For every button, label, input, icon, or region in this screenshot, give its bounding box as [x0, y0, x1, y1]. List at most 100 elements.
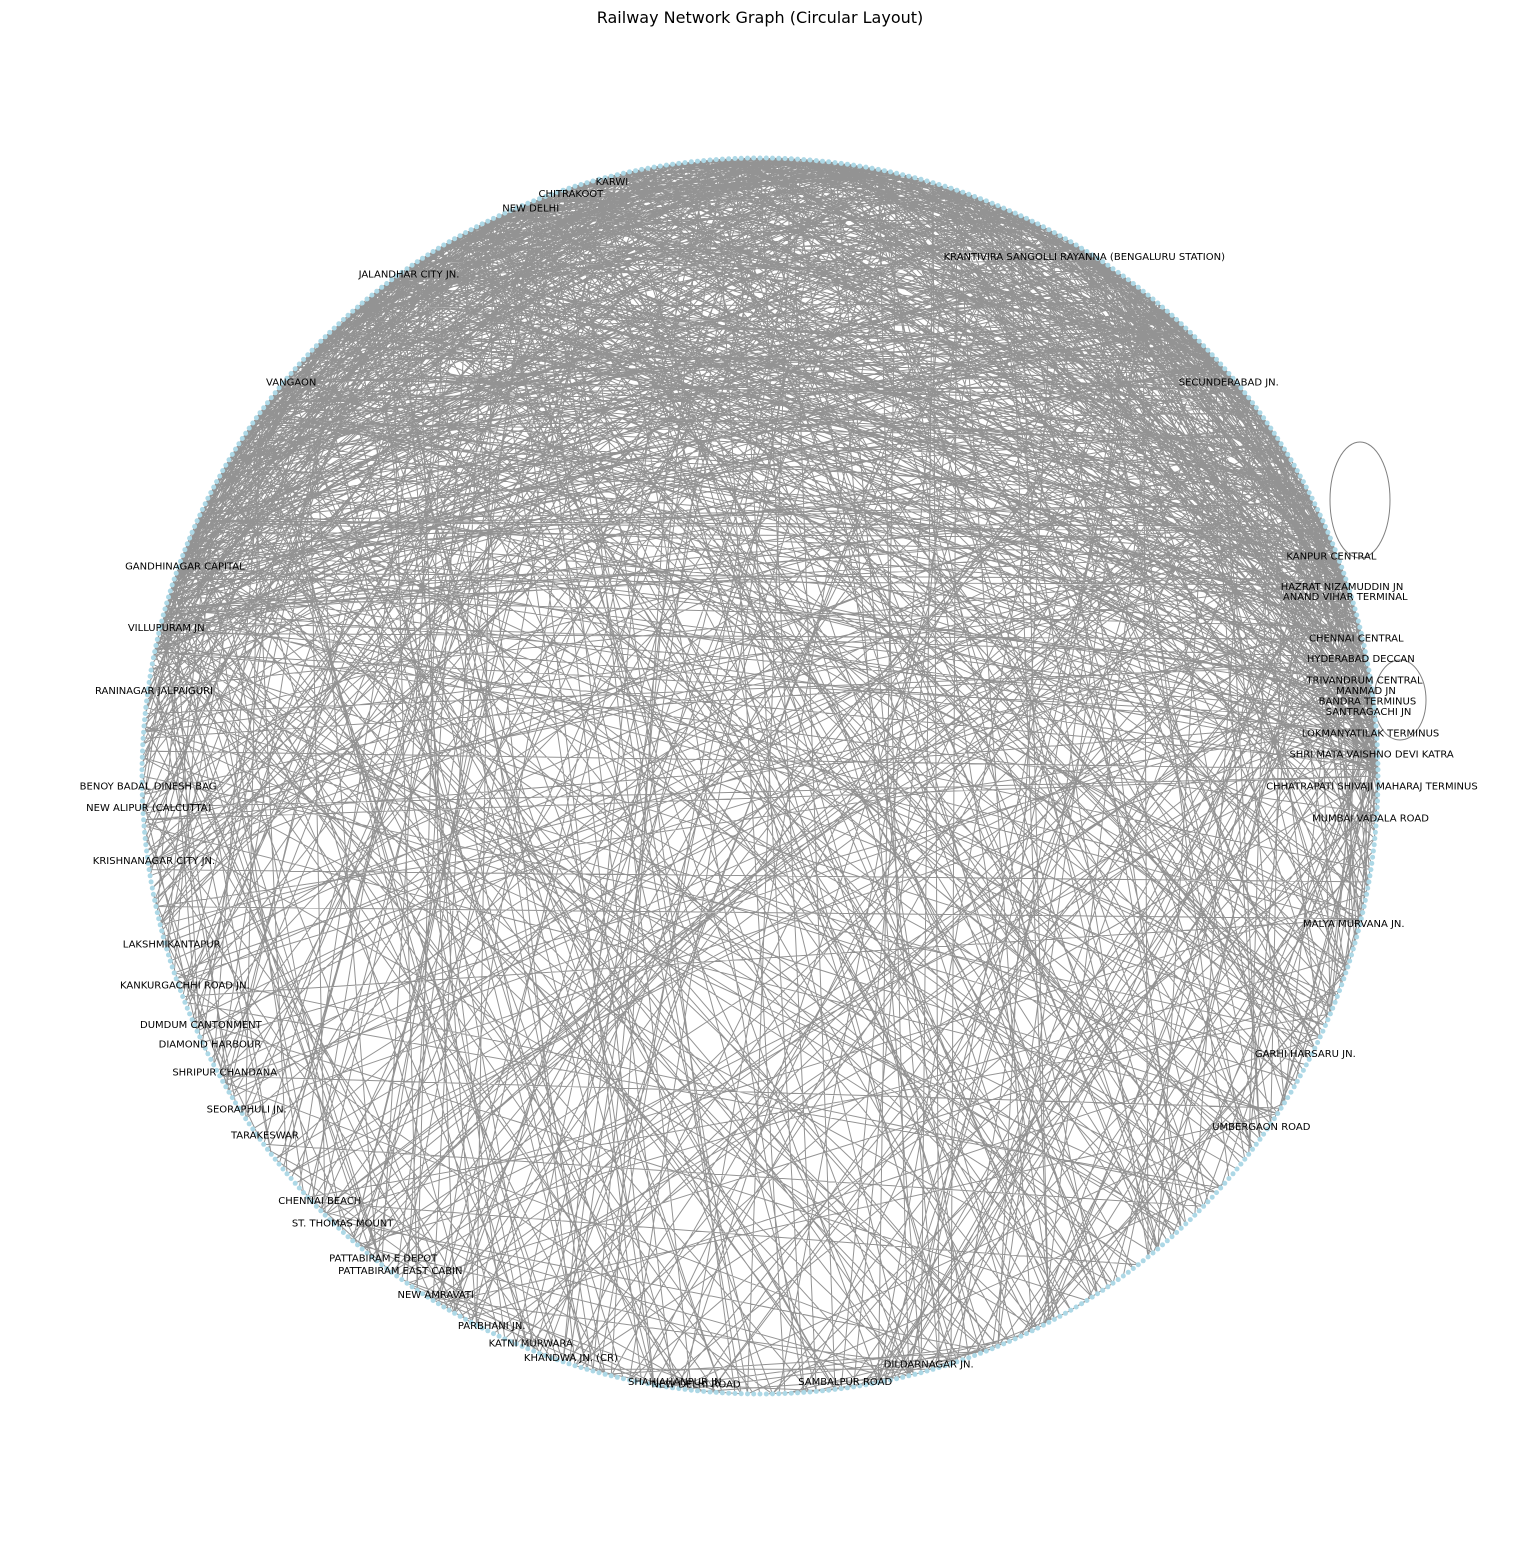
station-node [229, 1095, 235, 1101]
station-node [1115, 269, 1121, 275]
station-label: MUMBAI VADALA ROAD [1312, 814, 1429, 825]
station-node [1187, 1217, 1193, 1223]
station-node [1306, 490, 1312, 496]
station-node [1320, 518, 1326, 524]
station-node [1209, 1194, 1215, 1200]
station-node [1357, 922, 1363, 928]
station-node [468, 227, 474, 233]
station-node [1371, 842, 1377, 848]
station-node [1320, 1028, 1326, 1034]
station-node [1374, 735, 1380, 741]
station-node [1057, 233, 1063, 239]
station-node [1226, 1176, 1232, 1181]
station-node [620, 1376, 626, 1382]
station-node [184, 541, 190, 547]
station-node [296, 1185, 302, 1191]
station-node [627, 1377, 632, 1383]
station-node [157, 922, 163, 928]
station-node [143, 842, 149, 848]
station-node [1375, 754, 1381, 760]
station-node [399, 269, 405, 275]
station-node [983, 198, 989, 204]
station-node [1309, 495, 1315, 501]
station-node [1371, 704, 1377, 710]
station-node [171, 970, 177, 976]
station-node [425, 1294, 431, 1300]
station-node [322, 1212, 328, 1218]
station-node [345, 1234, 351, 1240]
station-node [1360, 910, 1366, 916]
station-node [197, 1034, 203, 1040]
station-label: LOKMANYATILAK TERMINUS [1302, 728, 1440, 739]
station-node [182, 547, 188, 553]
station-node [995, 1343, 1001, 1349]
station-node [239, 436, 245, 441]
station-node [1222, 366, 1228, 372]
station-label: GANDHINAGAR CAPITAL [125, 562, 245, 573]
station-node [211, 1062, 217, 1068]
station-node [369, 292, 375, 298]
station-node [1130, 1266, 1136, 1271]
station-node [162, 606, 168, 612]
station-label: CHITRAKOOT [538, 189, 604, 200]
station-node [150, 655, 156, 661]
station-node [900, 172, 906, 178]
station-node [233, 446, 238, 452]
station-node [788, 156, 794, 162]
station-node [296, 361, 302, 367]
station-node [194, 1028, 200, 1034]
station-node [146, 679, 152, 685]
station-node [253, 415, 259, 421]
station-node [1046, 227, 1052, 233]
station-node [888, 1377, 893, 1383]
station-node [572, 183, 578, 189]
station-node [162, 940, 168, 946]
station-node [502, 1336, 508, 1342]
station-node [531, 1348, 537, 1354]
station-node [148, 667, 154, 673]
station-node [1205, 1199, 1211, 1205]
station-node [782, 1391, 788, 1396]
station-node [1246, 1151, 1252, 1157]
station-node [1084, 249, 1090, 254]
station-node [409, 262, 415, 268]
station-node [202, 1045, 208, 1051]
station-node [695, 158, 700, 164]
station-node [479, 221, 485, 227]
station-node [1294, 1078, 1300, 1084]
station-node [359, 300, 365, 306]
station-node [1375, 792, 1381, 798]
station-node [1001, 1341, 1007, 1347]
station-node [948, 1361, 954, 1367]
station-node [960, 189, 966, 195]
station-node [1012, 210, 1018, 216]
station-node [189, 529, 195, 535]
station-node [548, 1355, 554, 1361]
station-node [153, 904, 159, 909]
station-node [261, 1141, 267, 1147]
station-node [1155, 1246, 1161, 1252]
station-node [414, 259, 420, 265]
station-node [276, 385, 282, 391]
station-node [1214, 1190, 1219, 1196]
station-node [1337, 558, 1342, 564]
station-node [457, 1313, 463, 1319]
station-node [364, 296, 370, 302]
station-node [301, 356, 306, 362]
station-node [1268, 1121, 1274, 1127]
station-node [726, 156, 732, 162]
station-node [435, 245, 441, 251]
station-node [1350, 600, 1356, 606]
station-node [1374, 811, 1380, 817]
station-label: TRIVANDRUM CENTRAL [1305, 675, 1423, 686]
station-node [452, 1310, 458, 1316]
station-node [147, 873, 153, 879]
station-node [1253, 1141, 1259, 1147]
station-node [602, 175, 608, 181]
station-node [288, 1176, 294, 1181]
station-node [246, 425, 252, 431]
station-node [554, 189, 560, 195]
station-node [1209, 352, 1215, 358]
station-node [1183, 1221, 1189, 1227]
station-node [1222, 1180, 1228, 1186]
